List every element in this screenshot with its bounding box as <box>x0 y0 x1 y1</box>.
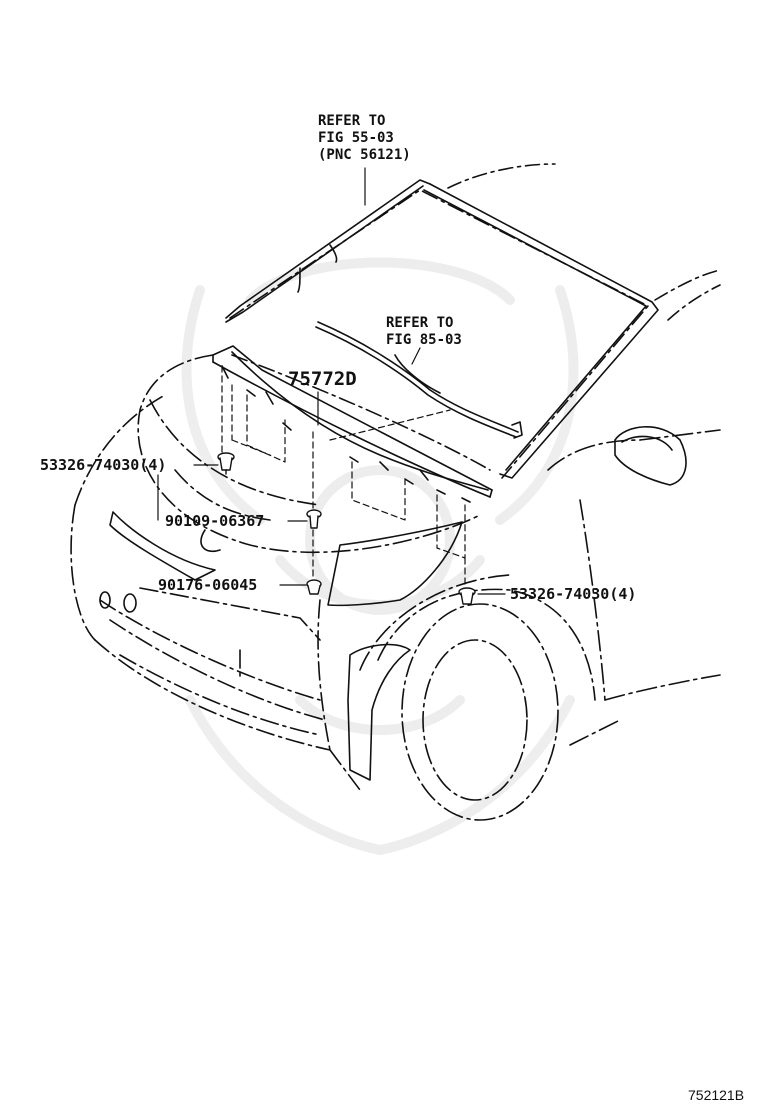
fog-lamp-left <box>99 591 137 613</box>
figure-id: 752121B <box>688 1087 745 1103</box>
refer-windshield-line1: REFER TO <box>318 113 386 129</box>
side-body <box>547 429 721 746</box>
part-number-53326-left: 53326-74030(4) <box>40 456 167 474</box>
watermark-emblem <box>181 257 579 855</box>
part-number-75772D: 75772D <box>288 368 357 390</box>
part-number-53326-right: 53326-74030(4) <box>510 585 637 603</box>
part-number-90176: 90176-06045 <box>158 576 258 594</box>
fastener-leader-lines <box>221 365 466 586</box>
clip-53326-right <box>458 587 476 605</box>
windshield-moulding <box>225 179 659 479</box>
callout-leaders <box>157 167 506 595</box>
washer-hose <box>315 321 523 439</box>
wheel-arch-trim <box>347 643 411 781</box>
side-mirror <box>614 426 687 486</box>
cowl-louver-panel <box>212 345 493 503</box>
refer-windshield-line3: (PNC 56121) <box>318 147 411 163</box>
front-wheel <box>359 574 596 821</box>
refer-windshield-line2: FIG 55-03 <box>318 130 394 146</box>
clip-53326-left <box>217 452 235 475</box>
hood-outline <box>137 354 481 554</box>
screw-90176 <box>306 579 322 595</box>
part-number-90109: 90109-06367 <box>165 512 265 530</box>
front-bumper <box>70 394 361 791</box>
front-fascia <box>109 511 463 607</box>
roof-outline <box>447 163 721 321</box>
screw-90109 <box>306 509 322 529</box>
refer-washer-line1: REFER TO <box>386 315 454 331</box>
refer-washer-line2: FIG 85-03 <box>386 332 462 348</box>
